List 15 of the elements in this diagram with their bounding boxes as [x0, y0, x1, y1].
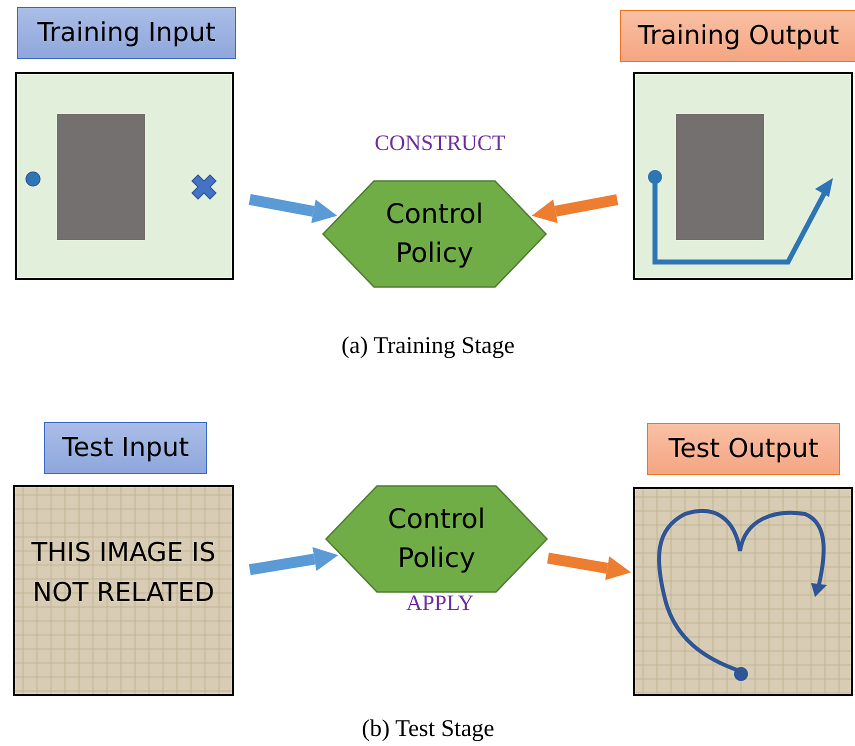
heading-label: Training Input: [17, 7, 236, 59]
hexagon-node: Control Policy: [322, 180, 547, 288]
panel-text: THIS IMAGE IS NOT RELATED: [30, 537, 217, 610]
heading-label: Test Input: [44, 422, 207, 474]
hexagon-node: Control Policy: [325, 485, 548, 593]
block-arrow: [547, 552, 632, 580]
stage-label: CONSTRUCT: [374, 130, 506, 156]
heading-label: Training Output: [620, 10, 855, 62]
block-arrow: [248, 547, 338, 576]
caption: (b) Test Stage: [362, 716, 494, 743]
heading-label: Test Output: [647, 423, 840, 475]
block-arrow: [532, 194, 618, 224]
caption: (a) Training Stage: [341, 333, 515, 360]
stage-label: APPLY: [406, 590, 474, 616]
block-arrow: [248, 194, 338, 224]
